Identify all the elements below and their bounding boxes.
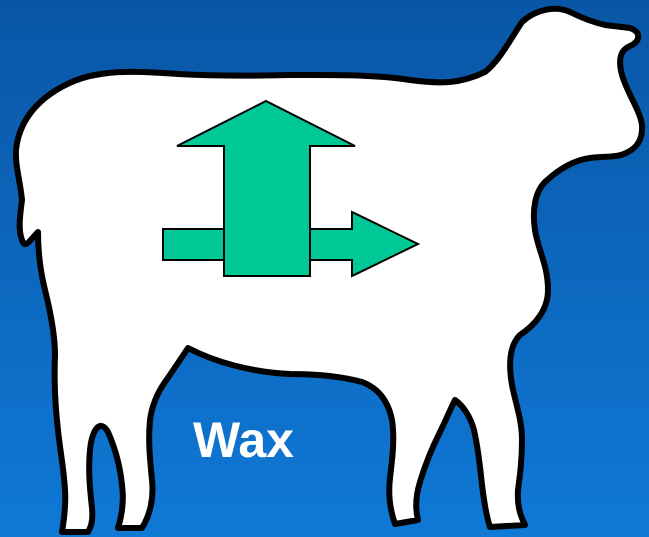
wax-label: Wax xyxy=(193,412,294,468)
